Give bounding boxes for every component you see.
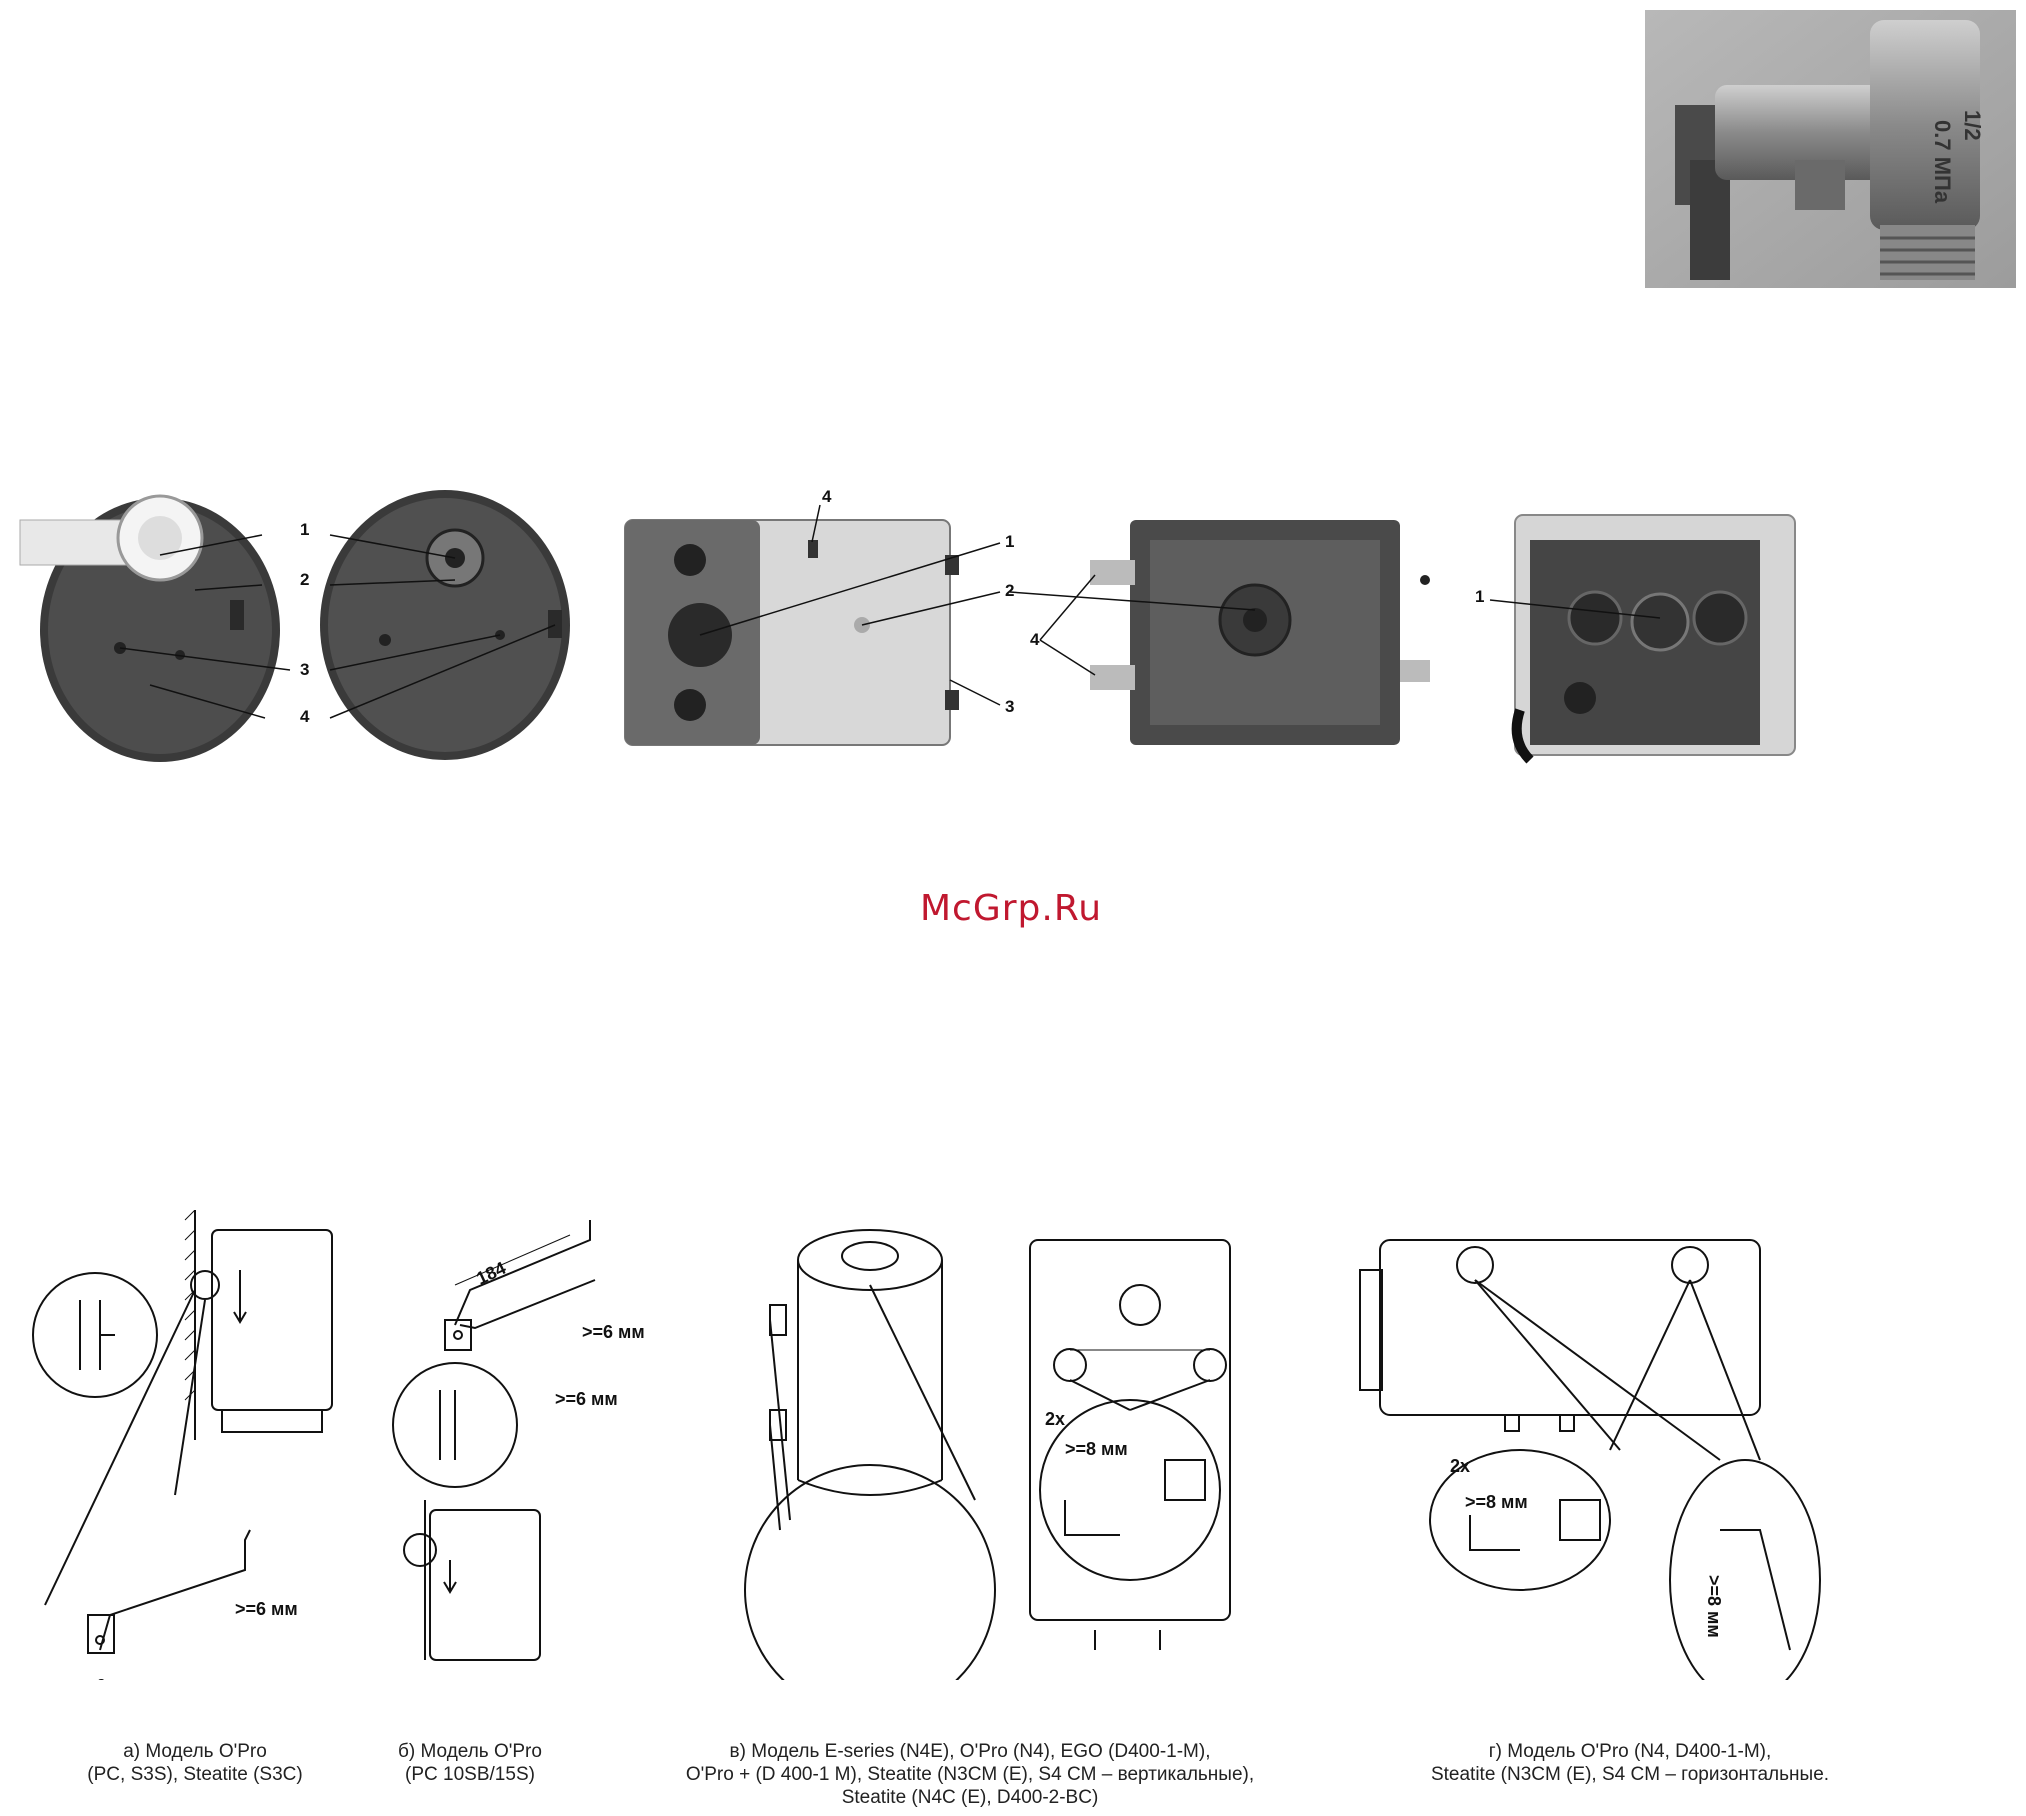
watermark: McGrp.Ru (920, 888, 1103, 929)
thermostat-round-2 (320, 490, 570, 760)
caption-b: б) Модель O'Pro (PC 10SB/15S) (370, 1740, 570, 1786)
thermostat-figure: 1 2 3 4 4 1 2 3 4 1 (0, 480, 2026, 790)
panel-d-drawing (1359, 1239, 1821, 1701)
panel-a-drawing (32, 1209, 333, 1654)
bracket-length-label: 184 (473, 1258, 509, 1289)
callout-4: 4 (1030, 630, 1040, 649)
caption-c-line-2: O'Pro + (D 400-1 M), Steatite (N3CM (E),… (685, 1764, 1255, 1785)
caption-d-line-1: г) Модель O'Pro (N4, D400-1-M), (1488, 1741, 1772, 1762)
caption-d: г) Модель O'Pro (N4, D400-1-M), Steatite… (1350, 1740, 1910, 1786)
callout-2: 2 (1005, 581, 1014, 600)
caption-c: в) Модель E-series (N4E), O'Pro (N4), EG… (620, 1740, 1320, 1809)
clearance-label-d2: >=8 мм (1704, 1575, 1724, 1638)
thermostat-round-1 (19, 494, 280, 762)
clearance-label-d1: >=8 мм (1465, 1492, 1528, 1512)
clearance-label-a1: >=6 мм (235, 1599, 298, 1619)
thermostat-rectangular-1 (624, 519, 959, 746)
clearance-label-c1: >=8 мм (850, 1679, 913, 1680)
callout-1: 1 (300, 520, 309, 539)
clearance-label-c2: >=8 мм (1065, 1439, 1128, 1459)
screw-count-label-d: 2x (1450, 1456, 1470, 1476)
thermostat-rectangular-3 (1511, 514, 1796, 764)
safety-valve-icon: 0.7 МПа 1/2 (1645, 10, 2016, 288)
caption-d-line-2: Steatite (N3CM (E), S4 CM – горизонтальн… (1430, 1764, 1830, 1785)
panel-b-drawing (392, 1220, 596, 1661)
callout-1: 1 (1475, 587, 1484, 606)
valve-pressure-marking: 0.7 МПа (1930, 120, 1955, 204)
caption-a: а) Модель O'Pro (PC, S3S), Steatite (S3C… (45, 1740, 345, 1786)
caption-c-line-3: Steatite (N4C (E), D400-2-BC) (841, 1787, 1099, 1808)
callout-3: 3 (300, 660, 309, 679)
caption-b-line-2: (PC 10SB/15S) (405, 1764, 535, 1785)
mounting-figure: 184 >=6 мм >=6 мм >=6 мм >=6 мм >=8 мм >… (0, 1209, 2026, 1716)
callout-4: 4 (822, 487, 832, 506)
caption-a-line-2: (PC, S3S), Steatite (S3C) (87, 1764, 303, 1785)
caption-c-line-1: в) Модель E-series (N4E), O'Pro (N4), EG… (729, 1741, 1211, 1762)
caption-a-line-1: а) Модель O'Pro (123, 1741, 267, 1762)
panel-c-drawing (744, 1229, 1231, 1716)
caption-b-line-1: б) Модель O'Pro (398, 1741, 542, 1762)
screw-count-label-c: 2x (1045, 1409, 1065, 1429)
callout-1: 1 (1005, 532, 1014, 551)
clearance-label-b2: >=6 мм (555, 1389, 618, 1409)
thermostat-rectangular-2 (1090, 520, 1430, 745)
valve-size-marking: 1/2 (1960, 110, 1985, 141)
callout-3: 3 (1005, 697, 1014, 716)
clearance-label-a2: >=6 мм (75, 1676, 138, 1680)
callout-4: 4 (300, 707, 310, 726)
callout-2: 2 (300, 570, 309, 589)
safety-valve-photo: 0.7 МПа 1/2 (1645, 10, 2016, 288)
clearance-label-b1: >=6 мм (582, 1322, 645, 1342)
